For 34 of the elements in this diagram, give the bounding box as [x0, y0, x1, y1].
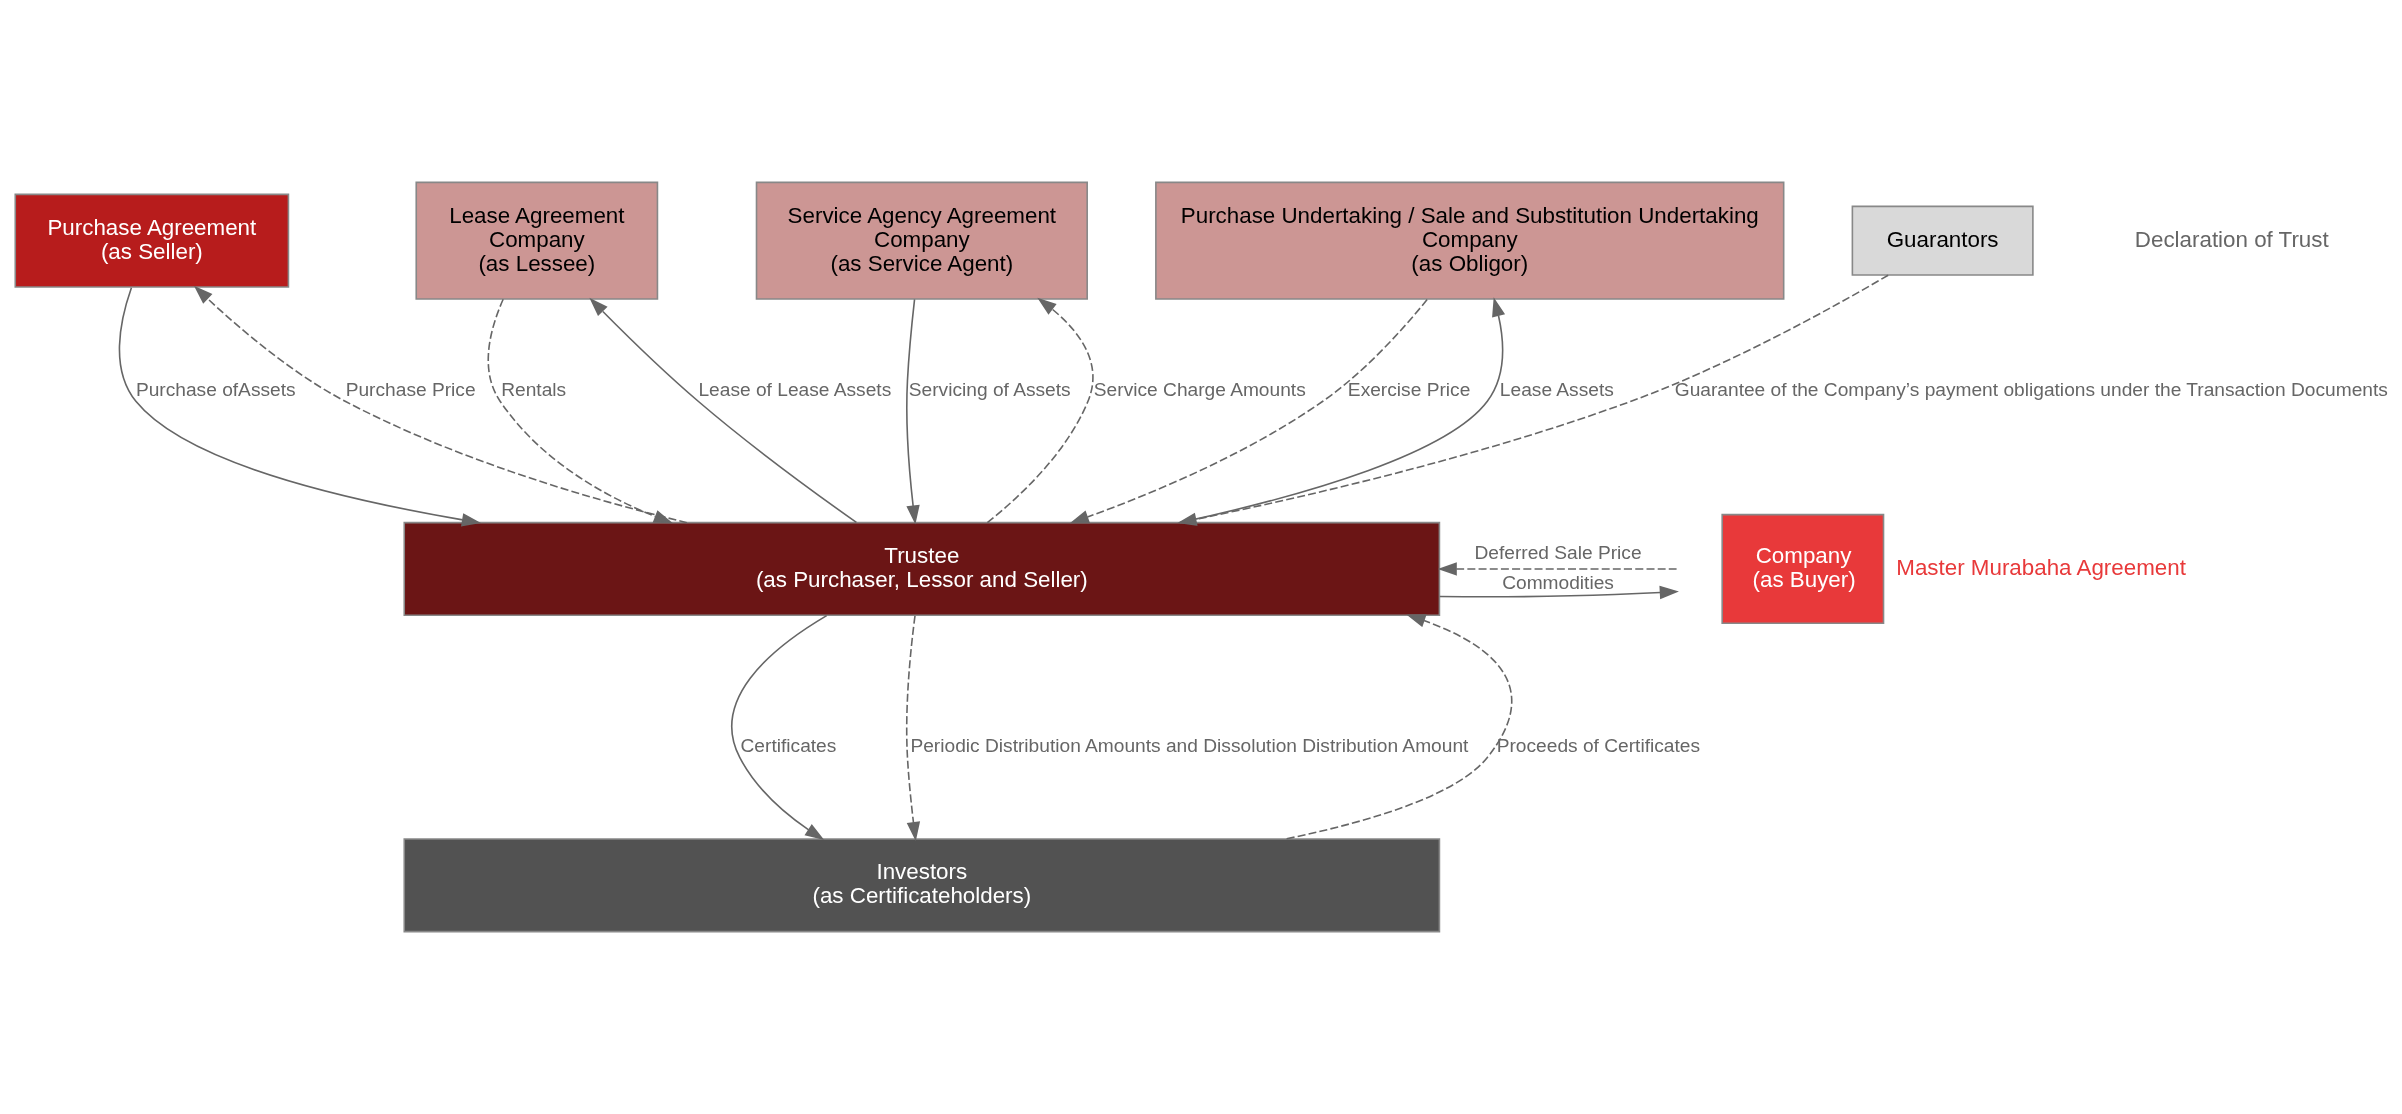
- edge-label: Purchase ofAssets: [135, 378, 296, 400]
- edge-label: Servicing of Assets: [908, 378, 1071, 400]
- edge-label: Proceeds of Certificates: [1496, 735, 1701, 757]
- edge-label: Service Charge Amounts: [1093, 378, 1306, 400]
- edge-label: Rentals: [501, 378, 567, 400]
- arrow: [986, 297, 1094, 524]
- arrow: [906, 298, 920, 525]
- edge-label: Commodities: [1502, 572, 1614, 594]
- edge-label: Exercise Price: [1347, 378, 1471, 400]
- node-box: Purchase Undertaking / Sale and Substitution Undertaking Company (as Obligor): [1155, 181, 1785, 300]
- edge-label: Deferred Sale Price: [1474, 541, 1642, 563]
- arrow: [118, 286, 481, 527]
- arrow: [589, 297, 858, 524]
- arrow: [1438, 585, 1679, 600]
- node-box: Guarantors: [1851, 205, 2034, 276]
- arrow: [1437, 562, 1678, 576]
- node-box: Lease Agreement Company (as Lessee): [415, 181, 659, 300]
- edge-label: Lease of Lease Assets: [698, 378, 892, 400]
- edge-label: Guarantee of the Company’s payment obligations under the Transaction Documents: [1674, 378, 2388, 400]
- edge-label: Purchase Price: [345, 378, 476, 400]
- arrow: [905, 615, 921, 842]
- label: Declaration of Trust: [2134, 226, 2329, 252]
- node-box: Trustee (as Purchaser, Lessor and Seller): [403, 521, 1441, 617]
- node-box: Purchase Agreement (as Seller): [14, 193, 290, 288]
- arrow: [1285, 614, 1513, 840]
- edge-label: Lease Assets: [1499, 378, 1614, 400]
- arrow: [487, 298, 673, 524]
- arrow: [731, 614, 828, 841]
- node-box: Investors (as Certificateholders): [403, 838, 1441, 933]
- arrow: [193, 285, 688, 524]
- node-label: Master Murabaha Agreement: [1896, 554, 2186, 580]
- node-box: Service Agency Agreement Company (as Service Agent): [755, 181, 1088, 300]
- edge-label: Certificates: [740, 735, 837, 757]
- edge-label: Periodic Distribution Amounts and Dissolution Distribution Amount: [910, 735, 1469, 757]
